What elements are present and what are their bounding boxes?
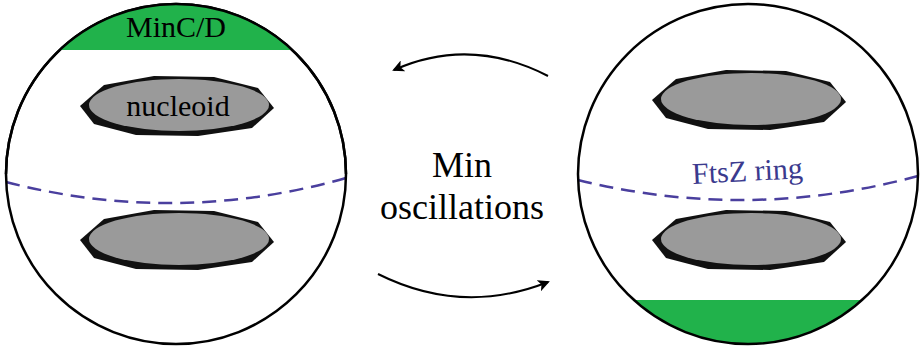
nucleoid-outline [80, 76, 274, 136]
cell-outline [6, 4, 346, 344]
minc-band-fill [4, 2, 348, 50]
nucleoid-body [661, 213, 841, 265]
cell-outline [578, 4, 918, 344]
nucleoid-label: nucleoid [126, 89, 229, 122]
nucleoid-shape: nucleoid [78, 74, 278, 136]
nucleoid-body [89, 213, 269, 265]
cell-fill [578, 4, 918, 344]
minc-band [570, 300, 924, 347]
nucleoid-body [661, 73, 841, 125]
nucleoid-outline [652, 210, 846, 270]
cycle-arrow [378, 274, 548, 297]
ftsz-ring-dashed [6, 178, 346, 203]
cycle-arrow [394, 54, 548, 76]
ftsz-ring-label: FtsZ ring [687, 150, 808, 192]
cell-fill [6, 4, 346, 344]
nucleoid-outline [80, 210, 274, 270]
protein-label: MinC/D [126, 10, 226, 43]
nucleoid-outline [652, 70, 846, 130]
cell-outline [6, 4, 346, 174]
minc-band: MinC/D [4, 2, 348, 50]
process-label: Min oscillations [362, 144, 562, 228]
nucleoid-body [89, 79, 269, 131]
